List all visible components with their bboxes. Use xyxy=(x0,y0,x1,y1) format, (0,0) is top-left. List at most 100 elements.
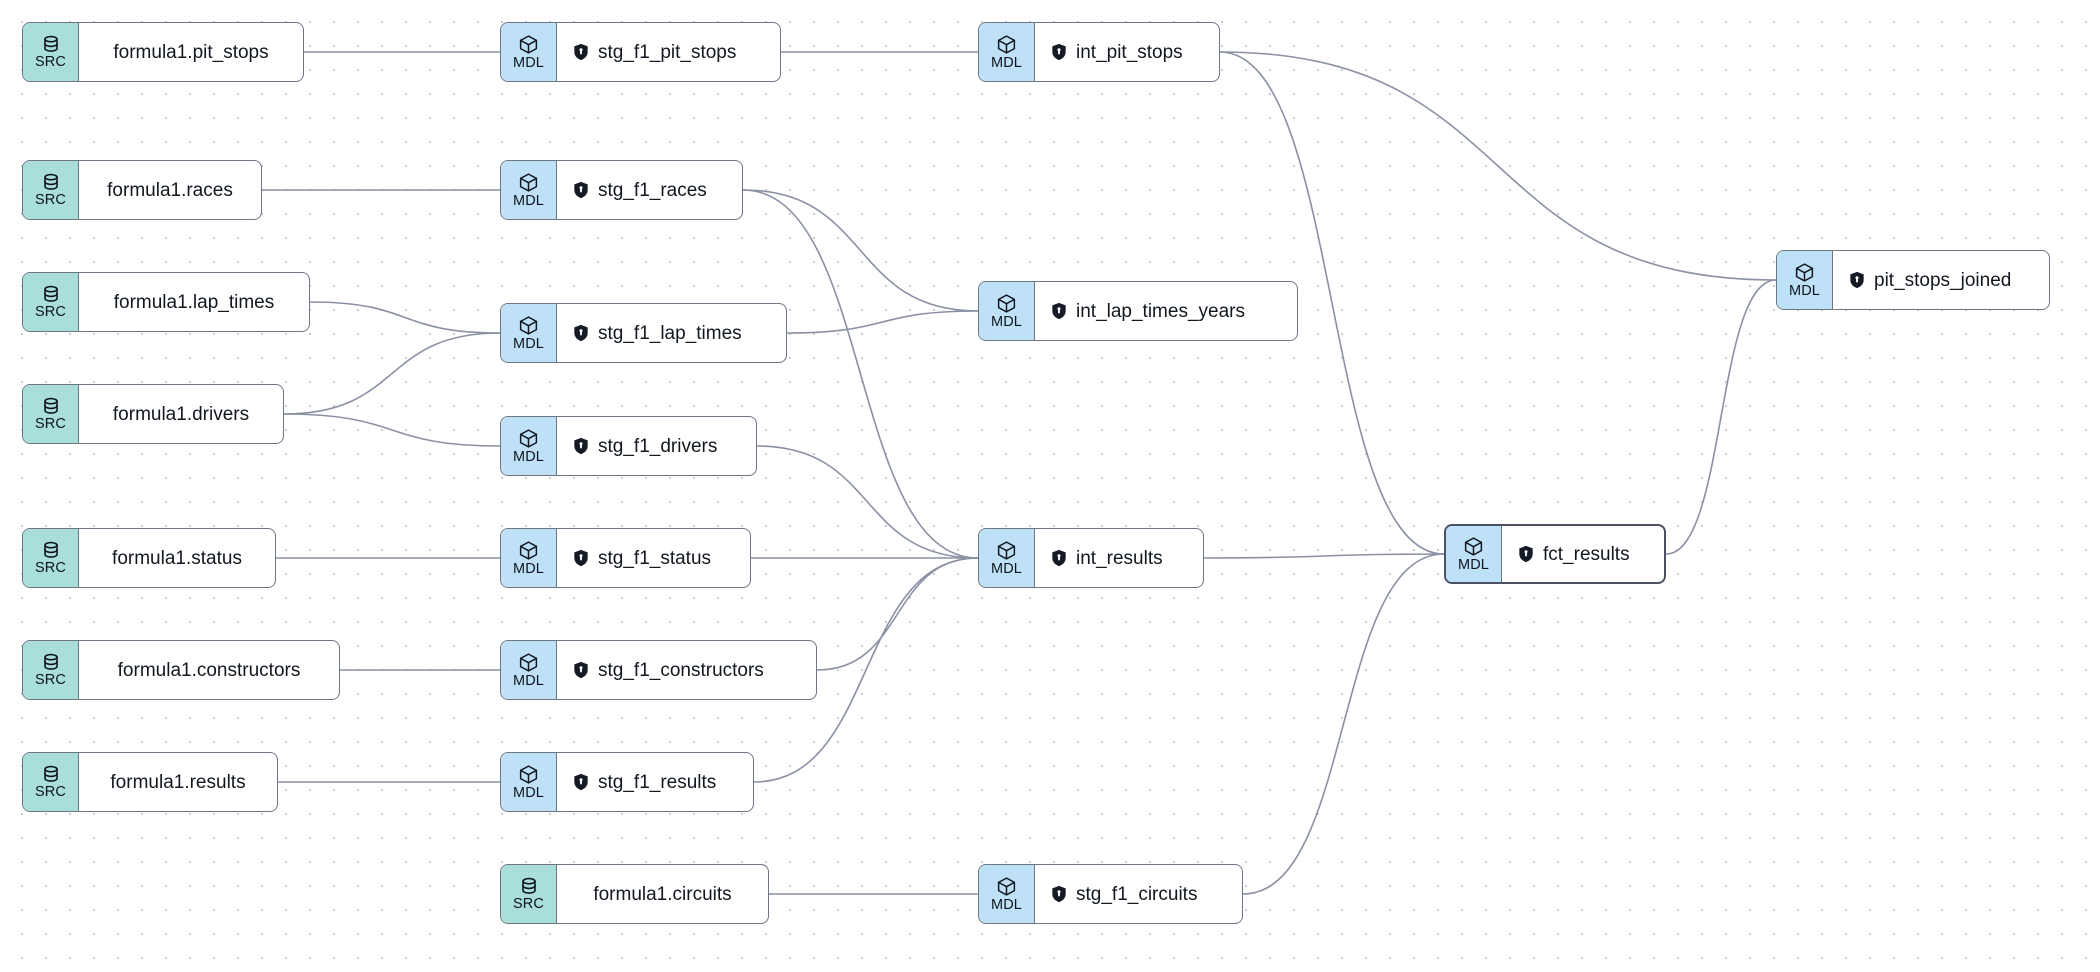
node-body: int_pit_stops xyxy=(1035,23,1219,81)
database-icon xyxy=(519,876,539,896)
node-label: int_lap_times_years xyxy=(1076,300,1245,322)
node-label: formula1.drivers xyxy=(112,403,250,425)
graph-node-int_results[interactable]: MDL int_results xyxy=(978,528,1204,588)
node-label: stg_f1_pit_stops xyxy=(598,41,737,63)
graph-edge xyxy=(1242,553,1445,895)
shield-icon xyxy=(573,661,589,679)
shield-icon xyxy=(1051,43,1067,61)
mdl-badge: MDL xyxy=(979,865,1035,923)
badge-label: MDL xyxy=(1458,556,1489,573)
graph-node-stg_status[interactable]: MDL stg_f1_status xyxy=(500,528,751,588)
cube-icon xyxy=(1463,536,1484,557)
cube-icon xyxy=(518,34,539,55)
graph-edge xyxy=(1665,279,1777,555)
mdl-badge: MDL xyxy=(1446,526,1502,582)
database-icon xyxy=(41,396,61,416)
badge-label: SRC xyxy=(35,304,66,321)
src-badge: SRC xyxy=(501,865,557,923)
node-body: formula1.pit_stops xyxy=(79,23,303,81)
badge-label: SRC xyxy=(35,560,66,577)
mdl-badge: MDL xyxy=(501,753,557,811)
badge-label: SRC xyxy=(513,896,544,913)
node-body: int_results xyxy=(1035,529,1203,587)
graph-node-stg_races[interactable]: MDL stg_f1_races xyxy=(500,160,743,220)
node-body: stg_f1_constructors xyxy=(557,641,816,699)
src-badge: SRC xyxy=(23,641,79,699)
badge-label: MDL xyxy=(513,560,544,577)
graph-node-src_constructors[interactable]: SRC formula1.constructors xyxy=(22,640,340,700)
cube-icon xyxy=(518,652,539,673)
shield-icon xyxy=(573,437,589,455)
badge-label: MDL xyxy=(513,54,544,71)
graph-edge xyxy=(756,445,979,559)
shield-icon xyxy=(573,773,589,791)
cube-icon xyxy=(996,34,1017,55)
graph-edge xyxy=(786,310,979,334)
graph-node-src_races[interactable]: SRC formula1.races xyxy=(22,160,262,220)
graph-node-src_drivers[interactable]: SRC formula1.drivers xyxy=(22,384,284,444)
node-label: stg_f1_constructors xyxy=(598,659,764,681)
cube-icon xyxy=(1794,262,1815,283)
badge-label: MDL xyxy=(991,313,1022,330)
mdl-badge: MDL xyxy=(979,529,1035,587)
shield-icon xyxy=(573,181,589,199)
shield-icon xyxy=(1518,545,1534,563)
shield-icon xyxy=(1051,302,1067,320)
shield-icon xyxy=(1051,549,1067,567)
node-body: formula1.lap_times xyxy=(79,273,309,331)
badge-label: MDL xyxy=(513,784,544,801)
node-label: formula1.constructors xyxy=(117,659,301,681)
node-label: stg_f1_drivers xyxy=(598,435,718,457)
mdl-badge: MDL xyxy=(501,304,557,362)
node-label: stg_f1_status xyxy=(598,547,712,569)
node-body: stg_f1_pit_stops xyxy=(557,23,780,81)
mdl-badge: MDL xyxy=(501,161,557,219)
node-body: stg_f1_circuits xyxy=(1035,865,1242,923)
node-body: pit_stops_joined xyxy=(1833,251,2049,309)
node-label: stg_f1_races xyxy=(598,179,707,201)
src-badge: SRC xyxy=(23,385,79,443)
node-body: int_lap_times_years xyxy=(1035,282,1297,340)
graph-edge xyxy=(309,301,501,334)
badge-label: MDL xyxy=(513,448,544,465)
graph-node-int_lap_times_years[interactable]: MDL int_lap_times_years xyxy=(978,281,1298,341)
cube-icon xyxy=(996,293,1017,314)
shield-icon xyxy=(573,324,589,342)
graph-node-stg_drivers[interactable]: MDL stg_f1_drivers xyxy=(500,416,757,476)
node-body: stg_f1_status xyxy=(557,529,750,587)
node-label: int_results xyxy=(1076,547,1163,569)
badge-label: SRC xyxy=(35,192,66,209)
shield-icon xyxy=(573,549,589,567)
graph-node-src_lap_times[interactable]: SRC formula1.lap_times xyxy=(22,272,310,332)
node-label: formula1.lap_times xyxy=(113,291,275,313)
cube-icon xyxy=(518,172,539,193)
node-label: formula1.pit_stops xyxy=(113,41,269,63)
badge-label: SRC xyxy=(35,784,66,801)
graph-node-fct_results[interactable]: MDL fct_results xyxy=(1444,524,1666,584)
mdl-badge: MDL xyxy=(1777,251,1833,309)
cube-icon xyxy=(996,540,1017,561)
badge-label: MDL xyxy=(513,192,544,209)
node-label: fct_results xyxy=(1543,543,1630,565)
graph-node-stg_pit_stops[interactable]: MDL stg_f1_pit_stops xyxy=(500,22,781,82)
database-icon xyxy=(41,652,61,672)
graph-edge xyxy=(283,332,501,415)
node-label: int_pit_stops xyxy=(1076,41,1183,63)
node-label: formula1.status xyxy=(112,547,242,569)
database-icon xyxy=(41,172,61,192)
graph-node-src_status[interactable]: SRC formula1.status xyxy=(22,528,276,588)
node-body: formula1.drivers xyxy=(79,385,283,443)
node-label: formula1.races xyxy=(107,179,233,201)
cube-icon xyxy=(518,315,539,336)
